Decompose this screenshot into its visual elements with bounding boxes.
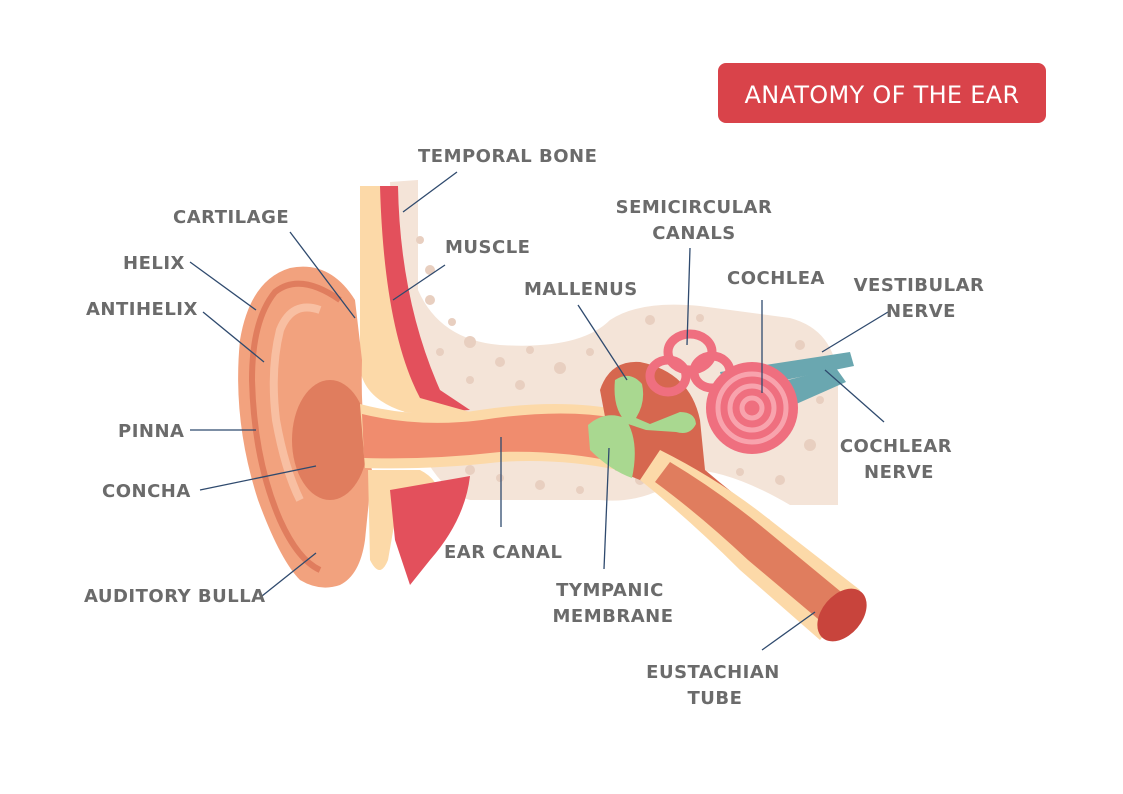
eustachian-tube-inner xyxy=(655,462,846,624)
pinna-helix-rim xyxy=(248,280,342,573)
label-eustachian-tube-line1: EUSTACHIAN xyxy=(646,662,780,683)
cochlea-shape xyxy=(706,362,798,454)
label-semicircular-canals-line1: SEMICIRCULAR xyxy=(616,197,773,218)
leader-eustachian-tube xyxy=(761,611,816,651)
leader-tympanic-membrane xyxy=(603,447,610,570)
label-eustachian-tube-line2: TUBE xyxy=(688,688,743,709)
label-vestibular-nerve-line1: VESTIBULAR xyxy=(854,275,985,296)
label-muscle: MUSCLE xyxy=(445,237,530,258)
ear-illustration xyxy=(238,180,867,642)
cartilage-layer xyxy=(360,186,470,420)
leader-vestibular-nerve xyxy=(821,311,889,353)
ear-canal-inner xyxy=(362,413,616,462)
label-vestibular-nerve-line2: NERVE xyxy=(886,301,956,322)
leader-antihelix xyxy=(202,311,265,363)
leader-cochlear-nerve xyxy=(824,369,885,423)
leader-mallenus xyxy=(577,304,628,381)
label-cochlea: COCHLEA xyxy=(727,268,825,289)
tympanic-membrane-shape xyxy=(588,415,635,478)
label-tympanic-membrane-line1: TYMPANIC xyxy=(556,580,664,601)
labels: TEMPORAL BONE CARTILAGE HELIX ANTIHELIX … xyxy=(84,146,984,709)
pinna-antihelix xyxy=(269,303,322,502)
title-badge: ANATOMY OF THE EAR xyxy=(718,63,1046,123)
label-ear-canal: EAR CANAL xyxy=(444,542,562,563)
leader-temporal-bone xyxy=(402,171,458,213)
leader-helix xyxy=(189,261,257,311)
label-cochlear-nerve-line1: COCHLEAR xyxy=(840,436,952,457)
label-cochlear-nerve-line2: NERVE xyxy=(864,462,934,483)
label-temporal-bone: TEMPORAL BONE xyxy=(418,146,597,167)
leader-cartilage xyxy=(289,231,356,319)
leader-lines xyxy=(189,171,889,651)
label-cartilage: CARTILAGE xyxy=(173,207,289,228)
eustachian-tube-end xyxy=(817,588,867,642)
mallenus-shape xyxy=(614,375,696,433)
diagram-title: ANATOMY OF THE EAR xyxy=(745,81,1020,109)
label-tympanic-membrane-line2: MEMBRANE xyxy=(553,606,674,627)
label-pinna: PINNA xyxy=(118,421,184,442)
label-concha: CONCHA xyxy=(102,481,191,502)
label-mallenus: MALLENUS xyxy=(524,279,638,300)
label-auditory-bulla: AUDITORY BULLA xyxy=(84,586,266,607)
label-antihelix: ANTIHELIX xyxy=(86,299,198,320)
label-semicircular-canals-line2: CANALS xyxy=(652,223,736,244)
leader-auditory-bulla xyxy=(261,552,317,597)
lower-muscle xyxy=(390,476,470,585)
leader-semicircular-canals xyxy=(686,247,691,346)
label-helix: HELIX xyxy=(123,253,185,274)
pinna-concha xyxy=(292,380,368,500)
leader-muscle xyxy=(392,264,446,301)
leader-concha xyxy=(199,465,317,491)
title-badge-bg xyxy=(718,63,1046,123)
